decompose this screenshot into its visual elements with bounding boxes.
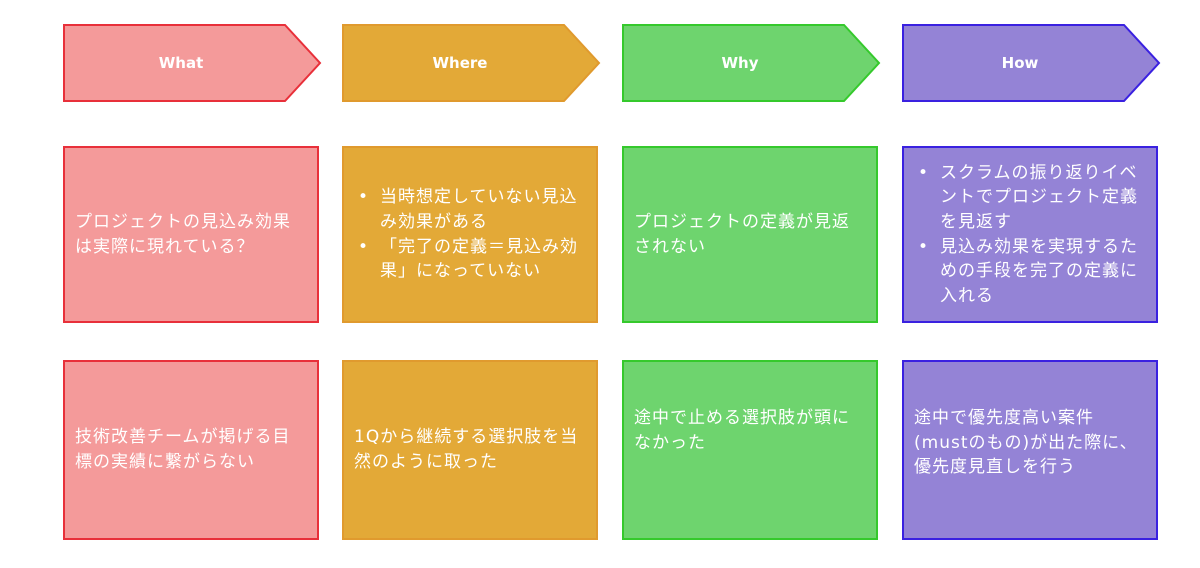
- arrow-shape-why: [622, 24, 881, 102]
- card-what-1-text: プロジェクトの見込み効果は実際に現れている？: [75, 211, 291, 257]
- header-why: Why: [622, 24, 882, 102]
- card-why-1-text: プロジェクトの定義が見返されない: [634, 211, 850, 257]
- arrow-shape-what: [63, 24, 322, 102]
- card-what-2-text: 技術改善チームが掲げる目標の実績に繋がらない: [75, 427, 291, 472]
- header-what-label: What: [158, 54, 204, 72]
- header-what: What: [63, 24, 323, 102]
- card-how-1-list: スクラムの振り返りイベントでプロジェクト定義を見返す 見込み効果を実現するための…: [914, 161, 1146, 309]
- header-where: Where: [342, 24, 602, 102]
- list-item: 見込み効果を実現するための手段を完了の定義に入れる: [914, 235, 1146, 309]
- list-item: 「完了の定義＝見込み効果」になっていない: [354, 235, 586, 284]
- card-what-2: 技術改善チームが掲げる目標の実績に繋がらない: [63, 360, 319, 540]
- header-how-label: How: [1001, 54, 1039, 72]
- list-item: スクラムの振り返りイベントでプロジェクト定義を見返す: [914, 161, 1146, 235]
- arrow-shape-how: [902, 24, 1161, 102]
- card-where-2: 1Qから継続する選択肢を当然のように取った: [342, 360, 598, 540]
- card-how-2: 途中で優先度高い案件(mustのもの)が出た際に、優先度見直しを行う: [902, 360, 1158, 540]
- header-how: How: [902, 24, 1162, 102]
- card-where-1: 当時想定していない見込み効果がある 「完了の定義＝見込み効果」になっていない: [342, 146, 598, 323]
- card-why-2-text: 途中で止める選択肢が頭になかった: [634, 408, 850, 453]
- card-how-1: スクラムの振り返りイベントでプロジェクト定義を見返す 見込み効果を実現するための…: [902, 146, 1158, 323]
- arrow-shape-where: [342, 24, 601, 102]
- card-what-1: プロジェクトの見込み効果は実際に現れている？: [63, 146, 319, 323]
- header-where-label: Where: [432, 54, 488, 72]
- card-why-1: プロジェクトの定義が見返されない: [622, 146, 878, 323]
- card-where-1-list: 当時想定していない見込み効果がある 「完了の定義＝見込み効果」になっていない: [354, 185, 586, 284]
- header-why-label: Why: [721, 54, 759, 72]
- card-where-2-text: 1Qから継続する選択肢を当然のように取った: [354, 427, 579, 472]
- card-why-2: 途中で止める選択肢が頭になかった: [622, 360, 878, 540]
- list-item: 当時想定していない見込み効果がある: [354, 185, 586, 234]
- card-how-2-text: 途中で優先度高い案件(mustのもの)が出た際に、優先度見直しを行う: [914, 408, 1138, 478]
